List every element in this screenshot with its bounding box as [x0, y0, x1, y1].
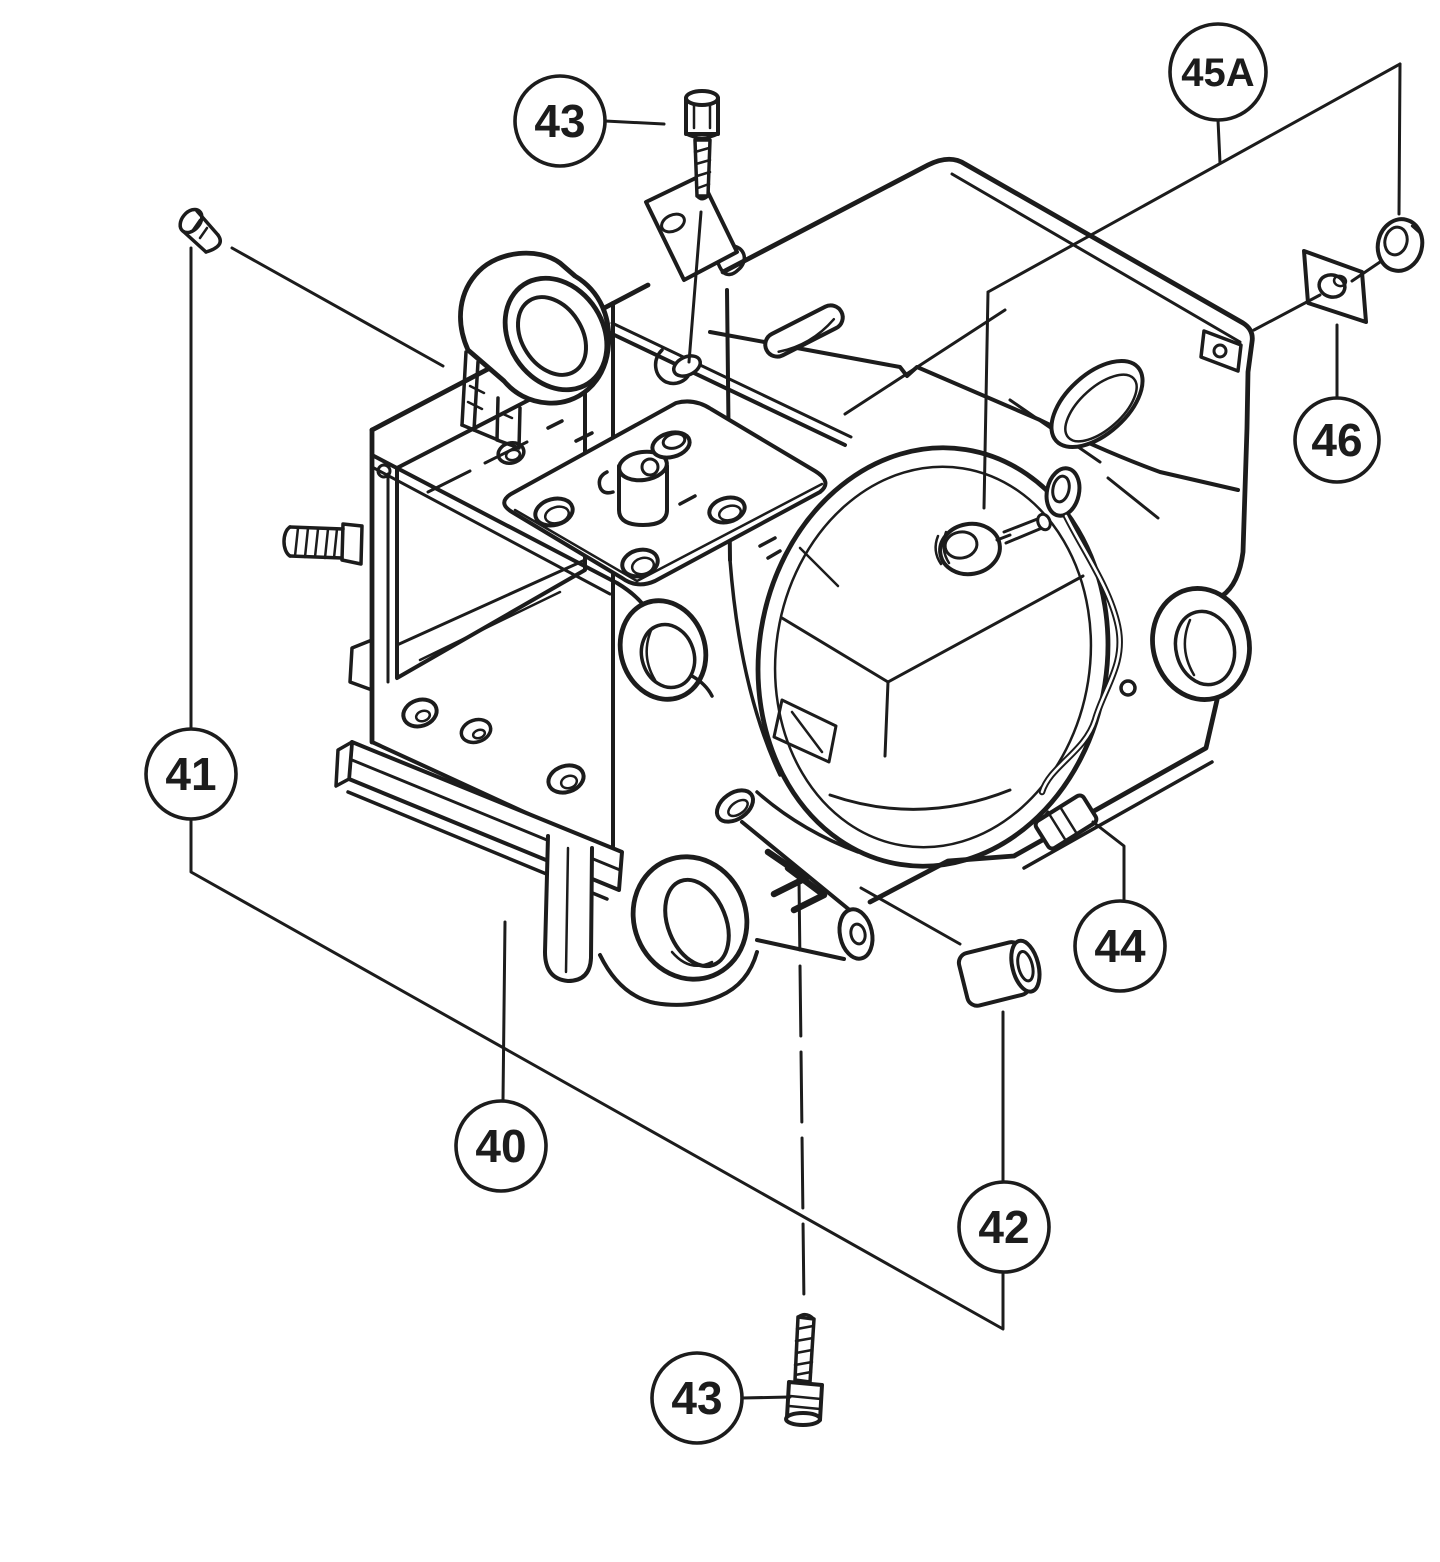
left-stud	[282, 522, 364, 566]
rear-oval-opening	[1049, 358, 1145, 450]
leader-43-bottom-axis	[797, 878, 806, 1307]
callout-45a: 45A	[1168, 22, 1268, 122]
carb-mounting-plate	[496, 399, 828, 587]
leader-45a-grommet	[1397, 62, 1402, 216]
lower-oval-boss	[598, 854, 759, 1007]
callout-41: 41	[144, 727, 238, 821]
grommet-plate-46	[1302, 249, 1368, 324]
screw-hole-43-top	[672, 354, 702, 378]
lower-face-holes	[401, 697, 586, 795]
rear-bearing-boss	[1150, 586, 1252, 702]
leader-45a-diagonal	[982, 62, 1402, 510]
leader-43-top	[603, 119, 666, 126]
callout-45a-label: 45A	[1181, 51, 1254, 95]
clutch-opening	[755, 445, 1111, 869]
callout-40-label: 40	[475, 1120, 526, 1172]
screw-43-bottom	[784, 1312, 824, 1427]
spade-connector	[1033, 793, 1099, 851]
leader-41-pin	[230, 246, 445, 368]
leader-44	[1091, 820, 1126, 902]
leader-41-bottom	[189, 817, 1005, 1331]
crankcase-right-housing	[604, 156, 1255, 905]
plate-boss	[597, 430, 692, 527]
leader-43-bottom	[740, 1395, 792, 1400]
callout-44-label: 44	[1094, 920, 1146, 972]
callout-46-label: 46	[1311, 414, 1362, 466]
leader-lines	[189, 62, 1402, 1400]
leader-grommet-plate	[1350, 260, 1382, 283]
callout-41-label: 41	[165, 748, 216, 800]
crankshaft-stub	[740, 820, 875, 961]
callout-42-label: 42	[978, 1201, 1029, 1253]
leader-plate-tab	[1252, 293, 1322, 332]
front-opening	[386, 369, 587, 684]
bottom-structures	[334, 740, 875, 1007]
callout-44: 44	[1073, 899, 1167, 993]
leader-42-part	[859, 886, 962, 946]
rear-tab	[1199, 329, 1243, 373]
screw-43-top	[684, 89, 720, 201]
callout-40: 40	[454, 1099, 548, 1193]
callout-46: 46	[1293, 396, 1381, 484]
ignition-switch	[934, 512, 1052, 577]
top-slot	[763, 303, 845, 359]
front-handle-boss	[458, 250, 612, 450]
callout-43-bottom-label: 43	[671, 1372, 722, 1424]
handle-leg	[543, 834, 594, 983]
wire-harness	[1033, 466, 1123, 851]
leader-45a-stub	[1216, 118, 1222, 165]
grommet-45a	[1375, 217, 1425, 273]
leader-43-top-axis	[687, 210, 703, 364]
leader-40	[501, 920, 507, 1102]
callout-42: 42	[957, 1180, 1051, 1274]
mid-bearing-boss	[617, 598, 714, 702]
pin-41	[178, 207, 222, 254]
top-flange	[644, 174, 739, 282]
callout-43-bottom: 43	[650, 1351, 744, 1445]
callout-43-top-label: 43	[534, 95, 585, 147]
bushing-42	[956, 938, 1042, 1008]
callout-43-top: 43	[513, 74, 607, 168]
